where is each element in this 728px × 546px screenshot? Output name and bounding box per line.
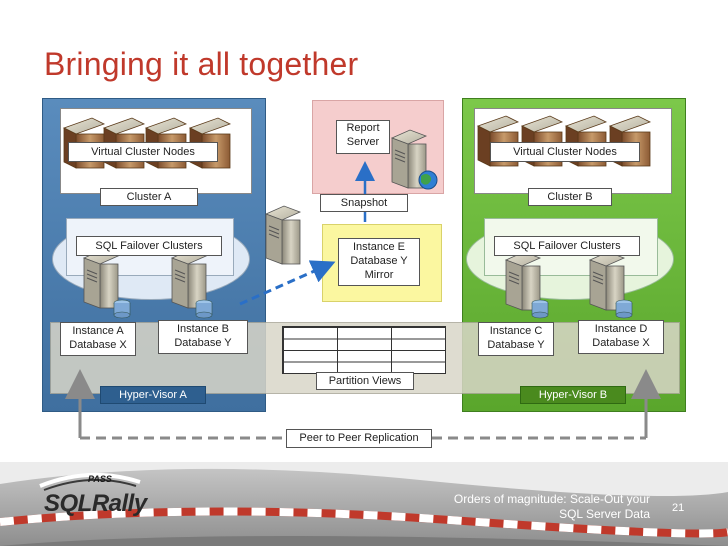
report-server-label: Report Server [336, 120, 390, 154]
instance-d-db: Database X [592, 336, 650, 349]
instance-a-name: Instance A [72, 325, 124, 337]
instance-d-name: Instance D [594, 323, 648, 335]
racetrack-background [0, 462, 728, 546]
instance-e-box: Instance E Database Y Mirror [338, 238, 420, 286]
server-icon [83, 249, 119, 309]
database-icon [615, 299, 633, 319]
right-failover-label: SQL Failover Clusters [494, 236, 640, 256]
right-nodes-label: Virtual Cluster Nodes [490, 142, 640, 162]
cluster-b-label: Cluster B [528, 188, 612, 206]
instance-b-name: Instance B [177, 323, 229, 335]
instance-e-role: Mirror [364, 268, 394, 281]
instance-c-name: Instance C [489, 325, 543, 337]
snapshot-label: Snapshot [320, 194, 408, 212]
page-number: 21 [672, 502, 685, 514]
partition-views-label: Partition Views [316, 372, 414, 390]
database-icon [195, 299, 213, 319]
server-icon [171, 249, 207, 309]
left-failover-label: SQL Failover Clusters [76, 236, 222, 256]
database-icon [531, 299, 549, 319]
logo-pass-text: PASS [88, 474, 112, 484]
left-nodes-label: Virtual Cluster Nodes [68, 142, 218, 162]
cluster-a-label: Cluster A [100, 188, 198, 206]
report-server-line2: Server [346, 135, 380, 148]
page-title: Bringing it all together [44, 46, 359, 82]
replication-label: Peer to Peer Replication [286, 429, 432, 448]
mirror-dashed-arrow [239, 260, 336, 306]
partition-table [282, 326, 446, 374]
globe-icon [418, 170, 438, 190]
instance-c-db: Database Y [487, 338, 545, 351]
instance-a-db: Database X [69, 338, 127, 351]
instance-d-box: Instance D Database X [578, 320, 664, 354]
logo-sqlrally-text: SQLRally [44, 490, 147, 517]
hypervisor-a-label: Hyper-Visor A [100, 386, 206, 404]
footer-caption-line1: Orders of magnitude: Scale-Out your [453, 492, 650, 506]
instance-e-db: Database Y [350, 254, 408, 267]
instance-b-box: Instance B Database Y [158, 320, 248, 354]
footer-caption: Orders of magnitude: Scale-Out your SQL … [440, 492, 650, 522]
instance-e-name: Instance E [353, 241, 405, 253]
report-server-line1: Report [346, 122, 380, 134]
instance-b-db: Database Y [174, 336, 232, 349]
footer-caption-line2: SQL Server Data [559, 507, 650, 521]
footer-banner: PASS SQLRally Orders of magnitude: Scale… [0, 462, 728, 546]
hypervisor-b-label: Hyper-Visor B [520, 386, 626, 404]
instance-a-box: Instance A Database X [60, 322, 136, 356]
server-icon [265, 205, 301, 265]
database-icon [113, 299, 131, 319]
instance-c-box: Instance C Database Y [478, 322, 554, 356]
